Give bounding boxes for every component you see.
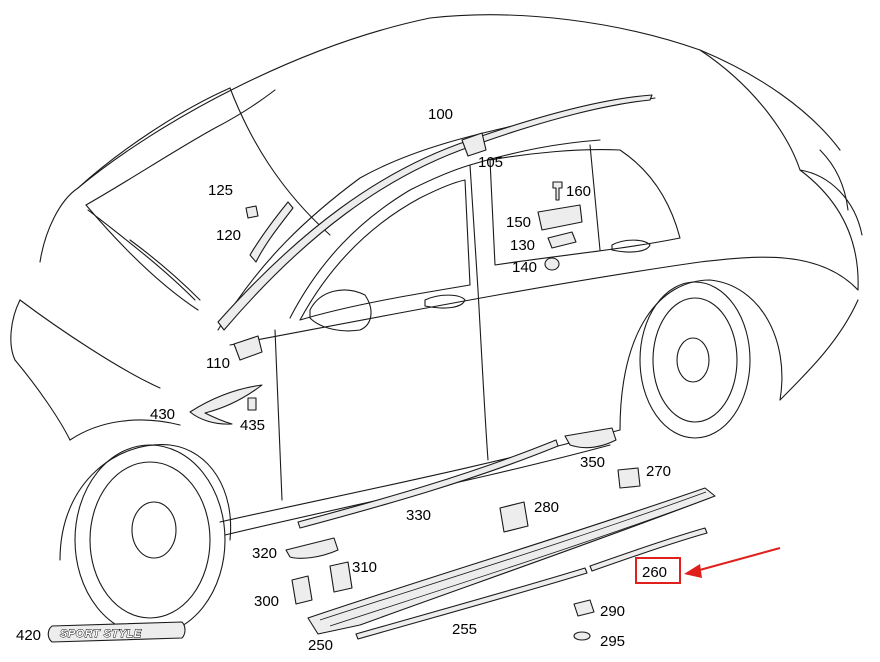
part-labels: 100 105 110 120 125 130 140 150 160 250 … (16, 106, 671, 654)
part-260-strip (589, 527, 708, 572)
label-160: 160 (566, 183, 591, 200)
part-125-clip (245, 205, 259, 219)
label-100: 100 (428, 106, 453, 123)
label-260: 260 (642, 564, 667, 581)
label-140: 140 (512, 259, 537, 276)
label-280: 280 (534, 499, 559, 516)
part-280-bracket (499, 501, 529, 533)
label-130: 130 (510, 237, 535, 254)
part-140-nut (544, 257, 560, 271)
part-350-bracket (564, 427, 617, 449)
label-110: 110 (206, 355, 230, 372)
label-420: 420 (16, 627, 41, 644)
part-105-clip (461, 132, 487, 157)
part-430-emblem (189, 384, 263, 425)
red-arrow-icon (684, 547, 781, 578)
part-295-nut (573, 631, 591, 641)
part-420-sport-style-badge: SPORT STYLE (47, 621, 186, 643)
label-255: 255 (452, 621, 477, 638)
label-125: 125 (208, 182, 233, 199)
label-300: 300 (254, 593, 279, 610)
label-105: 105 (478, 154, 503, 171)
label-295: 295 (600, 633, 625, 650)
label-270: 270 (646, 463, 671, 480)
part-300-block (291, 575, 313, 605)
label-435: 435 (240, 417, 265, 434)
part-130-clip (547, 231, 577, 249)
label-250: 250 (308, 637, 333, 654)
part-150-bracket (537, 204, 583, 231)
highlight-box-260 (635, 557, 681, 584)
part-120-strip (249, 201, 294, 263)
part-255-strip (355, 567, 588, 640)
label-430: 430 (150, 406, 175, 423)
label-320: 320 (252, 545, 277, 562)
part-435-grommet (247, 397, 257, 411)
part-330-trim-strip (297, 439, 559, 529)
label-350: 350 (580, 454, 605, 471)
part-100-roof-strip (217, 94, 653, 331)
part-270-clip (617, 467, 641, 489)
part-110-bracket (233, 335, 263, 361)
part-160-screw (552, 181, 563, 201)
label-120: 120 (216, 227, 241, 244)
label-310: 310 (352, 559, 377, 576)
part-310-bracket (329, 561, 353, 593)
badge-text: SPORT STYLE (60, 628, 142, 640)
part-320-bracket (285, 537, 339, 559)
label-150: 150 (506, 214, 531, 231)
part-290-clip (573, 599, 595, 617)
label-330: 330 (406, 507, 431, 524)
label-290: 290 (600, 603, 625, 620)
